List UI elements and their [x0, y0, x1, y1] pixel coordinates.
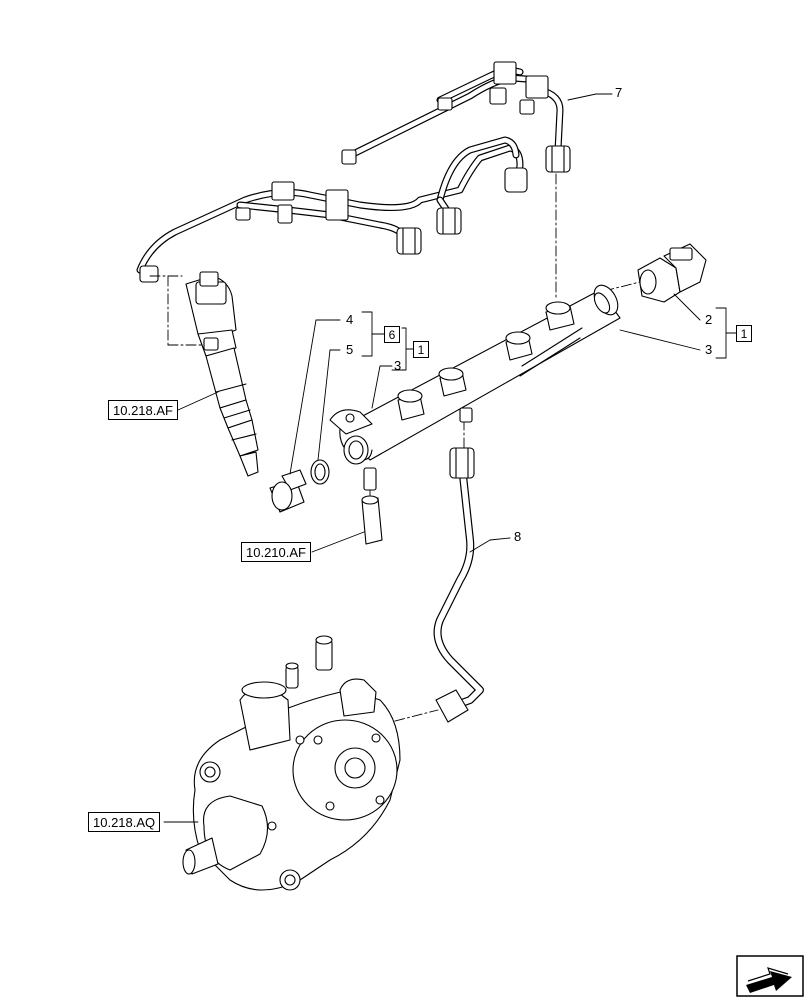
- ref-link-injector[interactable]: 10.218.AF: [108, 400, 178, 420]
- kit-box-plug-kit: 6: [384, 326, 400, 343]
- high-pressure-pump[interactable]: [182, 635, 401, 891]
- leader-lines: [163, 93, 737, 823]
- callout-seal: 5: [346, 342, 354, 357]
- callout-supply-pipe: 8: [514, 529, 522, 544]
- callout-rail-left: 3: [394, 358, 402, 373]
- return-hose[interactable]: [361, 495, 383, 545]
- next-page-arrow-icon[interactable]: [736, 955, 804, 997]
- plug[interactable]: [269, 469, 307, 513]
- callout-rail-right: 3: [705, 342, 713, 357]
- arrow-graphic: [736, 955, 804, 997]
- ref-link-pump[interactable]: 10.218.AQ: [88, 812, 161, 832]
- rail-pressure-sensor[interactable]: [637, 243, 707, 303]
- kit-box-sensor-assembly: 1: [736, 325, 752, 342]
- ref-link-fuel-return[interactable]: 10.210.AF: [241, 542, 311, 562]
- guide-lines: [149, 173, 641, 731]
- kit-box-plug-assembly: 1: [413, 341, 429, 358]
- callout-plug: 4: [346, 312, 354, 327]
- callout-injector-lines: 7: [615, 85, 623, 100]
- common-rail[interactable]: [329, 281, 623, 491]
- injector[interactable]: [185, 271, 259, 477]
- supply-pipe[interactable]: [433, 447, 484, 723]
- injector-lines-assembly[interactable]: [136, 61, 571, 283]
- seal-ring[interactable]: [310, 459, 330, 485]
- callout-sensor: 2: [705, 312, 713, 327]
